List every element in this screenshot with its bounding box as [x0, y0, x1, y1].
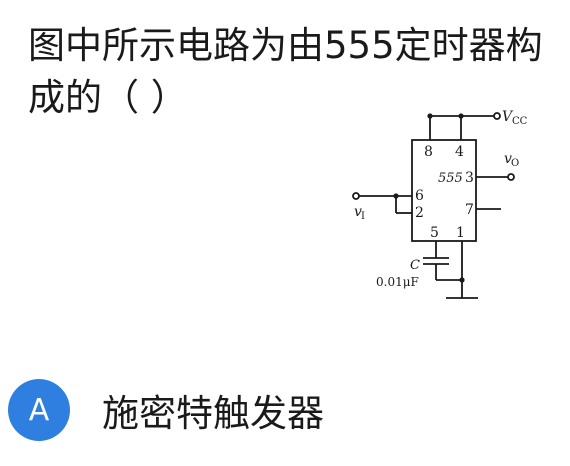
vcc-subscript: CC — [512, 116, 528, 127]
pin-label-5: 5 — [430, 225, 439, 241]
vo-label: v — [504, 151, 512, 167]
vcc-label: V — [502, 109, 514, 125]
vo-subscript: O — [511, 158, 519, 169]
pin-label-3: 3 — [465, 170, 474, 186]
option-a[interactable]: A 施密特触发器 — [8, 378, 324, 442]
pin-label-8: 8 — [424, 144, 433, 160]
pin-label-7: 7 — [465, 202, 474, 218]
capacitor-value: 0.01μF — [376, 275, 419, 289]
pin-label-6: 6 — [415, 188, 424, 204]
vi-terminal — [352, 192, 360, 200]
vi-label: v — [354, 204, 362, 220]
question-text: 图中所示电路为由555定时器构成的（ ） — [28, 24, 543, 119]
pin-label-4: 4 — [455, 144, 464, 160]
node-ground — [459, 277, 465, 283]
vcc-terminal — [493, 112, 501, 120]
chip-body — [411, 139, 477, 242]
node-vcc-8 — [427, 113, 433, 119]
pin-label-1: 1 — [456, 225, 465, 241]
vi-subscript: I — [361, 211, 365, 222]
chip-label: 555 — [438, 171, 463, 186]
option-a-text: 施密特触发器 — [102, 392, 324, 435]
option-a-badge: A — [8, 379, 70, 441]
node-vcc-4 — [458, 113, 464, 119]
pin-label-2: 2 — [415, 205, 424, 221]
circuit-diagram: 8 4 3 555 6 2 7 5 1 V CC v O v I C 0.01μ… — [352, 109, 528, 299]
capacitor-label: C — [410, 258, 420, 273]
vo-terminal — [507, 173, 515, 181]
node-input — [393, 193, 399, 199]
